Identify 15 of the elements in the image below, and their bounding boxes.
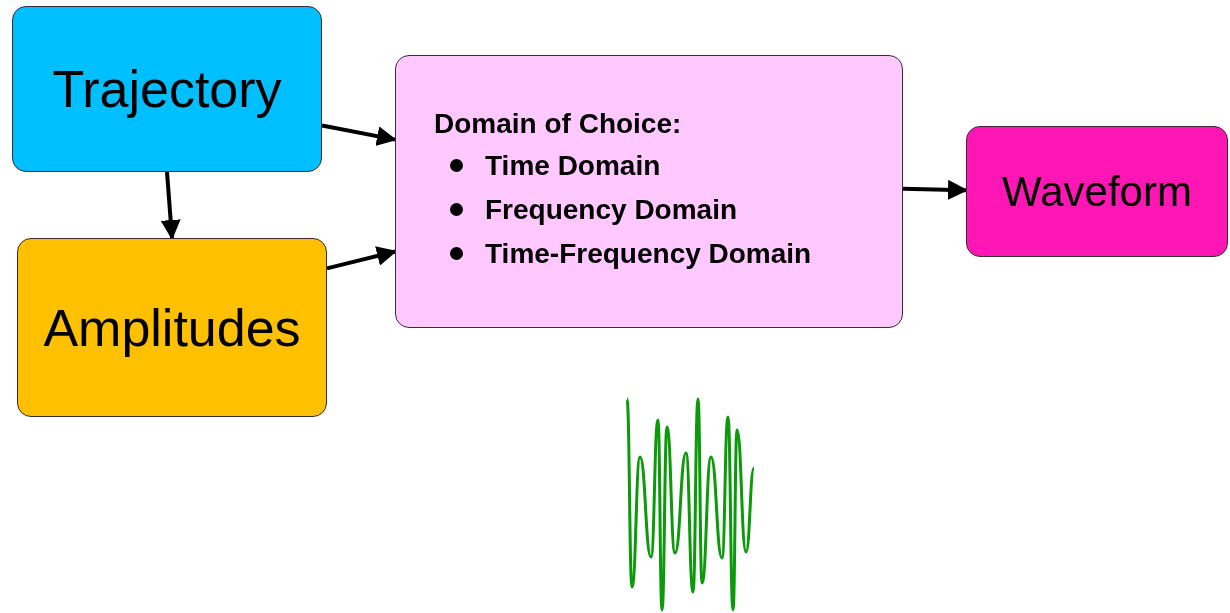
box-label: Waveform (1002, 167, 1192, 216)
block-box (966, 126, 1228, 257)
block-box (12, 6, 322, 172)
bullet-item: Frequency Domain (485, 193, 738, 226)
arrow (160, 171, 181, 240)
process-box (395, 55, 903, 328)
box-heading: Domain of Choice: (434, 107, 682, 140)
arrow (321, 123, 397, 147)
arrow (326, 246, 397, 271)
box-label: Trajectory (52, 59, 282, 119)
arrow (902, 179, 968, 200)
bullet-item: Time-Frequency Domain (485, 237, 812, 270)
block-box (17, 238, 327, 417)
bullet-item: Time Domain (485, 149, 661, 182)
box-label: Amplitudes (43, 297, 301, 358)
